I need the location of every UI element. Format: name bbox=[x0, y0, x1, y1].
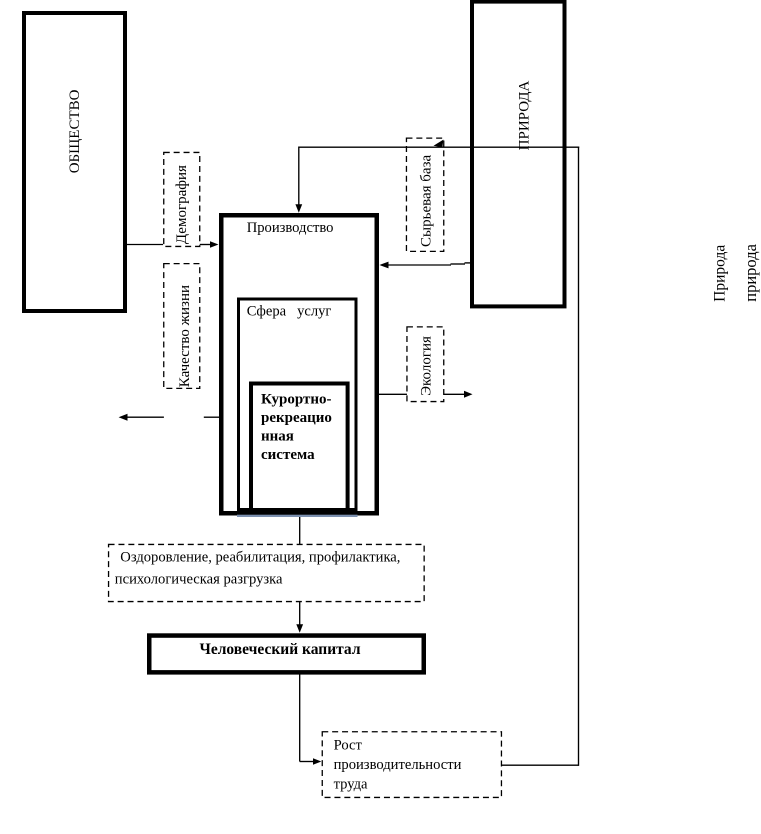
svg-text:Демография: Демография bbox=[174, 165, 190, 244]
svg-text:нная: нная bbox=[261, 428, 294, 444]
svg-text:психологическая разгрузка: психологическая разгрузка bbox=[115, 571, 283, 587]
svg-text:система: система bbox=[261, 447, 315, 463]
svg-text:Человеческий капитал: Человеческий капитал bbox=[199, 641, 360, 658]
svg-text:Экология: Экология bbox=[419, 336, 435, 396]
svg-text:ПРИРОДА: ПРИРОДА bbox=[517, 80, 533, 150]
svg-text:Оздоровление, реабилитация, пр: Оздоровление, реабилитация, профилактика… bbox=[120, 550, 400, 566]
svg-text:Рост: Рост bbox=[334, 738, 363, 754]
svg-text:Качество жизни: Качество жизни bbox=[177, 285, 193, 387]
svg-text:рекреацио: рекреацио bbox=[261, 410, 332, 426]
svg-text:Курортно-: Курортно- bbox=[261, 391, 332, 407]
svg-text:природа: природа bbox=[741, 243, 760, 301]
svg-text:производительности: производительности bbox=[334, 757, 462, 773]
svg-text:Производство: Производство bbox=[247, 220, 334, 236]
svg-text:Сфера услуг: Сфера услуг bbox=[247, 303, 332, 319]
svg-text:Природа: Природа bbox=[712, 245, 729, 302]
svg-text:ОБЩЕСТВО: ОБЩЕСТВО bbox=[67, 89, 83, 173]
svg-text:труда: труда bbox=[334, 777, 368, 793]
svg-text:Сырьевая база: Сырьевая база bbox=[419, 154, 435, 246]
